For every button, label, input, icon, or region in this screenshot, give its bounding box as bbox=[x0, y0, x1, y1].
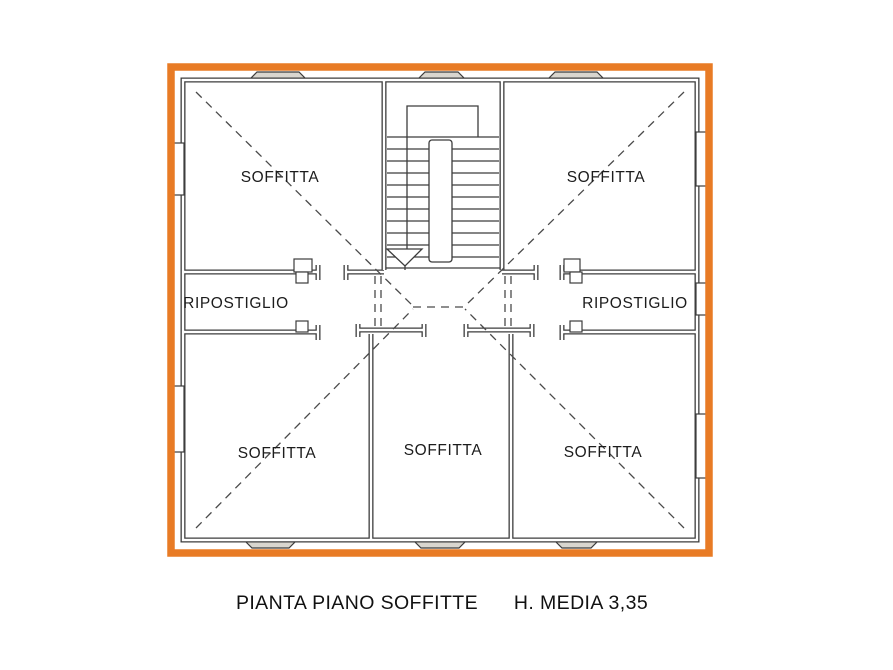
stub-right-bottom bbox=[569, 320, 583, 333]
room-label-soffitta-bottom-center: SOFFITTA bbox=[404, 442, 483, 459]
stub-left-mid bbox=[295, 271, 309, 284]
plan-frame bbox=[167, 63, 713, 557]
staircase bbox=[385, 105, 500, 270]
stub-right-mid bbox=[569, 271, 583, 284]
caption-title: PIANTA PIANO SOFFITTE bbox=[236, 592, 478, 614]
stub-right-top bbox=[563, 258, 581, 273]
walls bbox=[180, 77, 700, 543]
stub-left-top bbox=[293, 258, 313, 273]
roof-ridge-lines bbox=[195, 91, 685, 529]
room-label-ripostiglio-right: RIPOSTIGLIO bbox=[582, 295, 688, 312]
room-labels: SOFFITTA SOFFITTA RIPOSTIGLIO RIPOSTIGLI… bbox=[183, 169, 688, 462]
chimney-shapes bbox=[241, 71, 608, 549]
room-label-soffitta-top-right: SOFFITTA bbox=[567, 169, 646, 186]
caption-height-note: H. MEDIA 3,35 bbox=[514, 592, 648, 614]
room-label-ripostiglio-left: RIPOSTIGLIO bbox=[183, 295, 289, 312]
room-label-soffitta-bottom-left: SOFFITTA bbox=[238, 445, 317, 462]
stair-well-void bbox=[428, 139, 453, 263]
caption: PIANTA PIANO SOFFITTE H. MEDIA 3,35 bbox=[236, 592, 648, 614]
stair-direction-arrow bbox=[385, 248, 424, 267]
wall-stubs bbox=[293, 258, 583, 333]
stub-left-bottom bbox=[295, 320, 309, 333]
room-label-soffitta-bottom-right: SOFFITTA bbox=[564, 444, 643, 461]
stair-landing bbox=[406, 105, 479, 137]
room-label-soffitta-top-left: SOFFITTA bbox=[241, 169, 320, 186]
